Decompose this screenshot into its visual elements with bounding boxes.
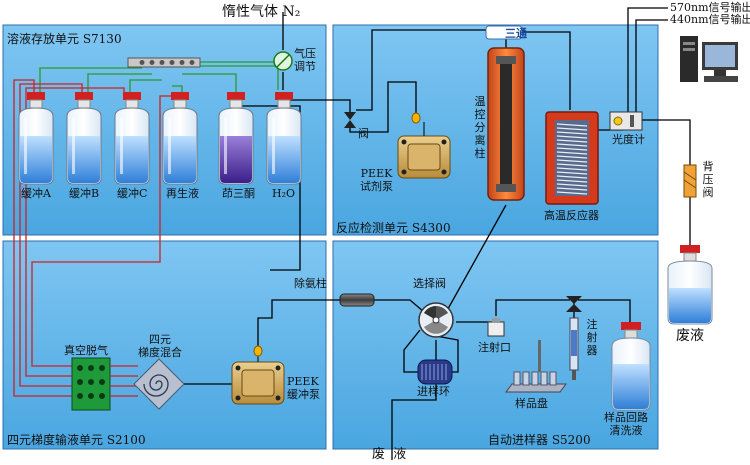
sample-loop-icon [417,359,453,385]
backpressure-valve-icon [683,164,697,198]
gas-manifold [127,57,201,68]
panel-autosampler [332,240,659,450]
ammonia-column-label: 除氨柱 [294,277,327,290]
high-temperature-reactor [545,111,599,205]
backpressure-valve-label: 背压阀 [702,160,714,199]
buffer-pump-icon [231,345,285,405]
vacuum-degasser-icon [71,357,111,411]
sample-loop-label: 进样环 [417,385,450,398]
injection-port-label: 注射口 [478,341,511,354]
unit-title-gradient: 四元梯度输液单元 S2100 [7,433,146,447]
bottle-buffer-a [18,92,54,185]
unit-title-autosampler: 自动进样器 S5200 [488,433,591,447]
pressure-regulator-label: 气压 调节 [294,47,316,73]
sample-tray-icon [505,340,567,393]
degasser-label: 真空脱气 [64,344,108,357]
bottle-label-buffer-b: 缓冲B [69,187,100,200]
bottle-label-buffer-c: 缓冲C [117,187,148,200]
waste-label-bottom: 废 液 [372,447,407,462]
photometer-icon [609,111,643,131]
signal-570-label: 570nm信号输出 [670,1,750,14]
mixer-label: 四元 梯度混合 [138,333,182,359]
gradient-mixer-icon [133,358,185,410]
tee-connector [485,25,523,40]
bottle-label-ninhydrin: 茚三酮 [222,187,255,200]
photometer-label: 光度计 [612,133,645,146]
temperature-controlled-column [487,47,525,201]
bottle-label-water: H₂O [272,187,296,200]
panel-gradient [2,240,327,450]
injection-port-icon [487,318,505,337]
sample-tray-label: 样品盘 [515,397,548,410]
syringe-label: 注射器 [586,318,598,357]
bottle-buffer-c [114,92,150,185]
column-label: 温控分离柱 [474,95,486,160]
bottle-ninhydrin [218,92,254,185]
ammonia-removal-column [339,293,375,307]
computer-icon [680,36,738,82]
wash-label: 样品回路 清洗液 [604,411,648,437]
valve-icon [344,106,356,128]
buffer-pump-label: PEEK 缓冲泵 [287,375,320,401]
wash-bottle [611,322,651,411]
pressure-regulator-icon [273,51,293,71]
reagent-pump-icon [397,112,451,179]
reactor-label: 高温反应器 [544,209,599,222]
bottle-label-buffer-a: 缓冲A [21,187,51,200]
reagent-pump-label: PEEK 试剂泵 [360,167,393,193]
signal-440-label: 440nm信号输出 [670,13,750,26]
unit-title-storage: 溶液存放单元 S7130 [7,32,122,46]
selection-valve-label: 选择阀 [413,277,446,290]
bottle-regenerant [162,92,198,185]
tee-label: 三通 [505,27,527,40]
waste-label-right: 废液 [676,328,704,344]
unit-title-reaction: 反应检测单元 S4300 [336,221,451,235]
selection-valve-icon [418,302,454,338]
bottle-water [266,92,302,185]
valve-label: 阀 [358,127,369,140]
bottle-label-regenerant: 再生液 [166,187,199,200]
bottle-buffer-b [66,92,102,185]
inert-gas-label: 惰性气体 N₂ [222,4,301,20]
waste-bottle-right [667,245,713,325]
syringe-icon [566,296,582,380]
